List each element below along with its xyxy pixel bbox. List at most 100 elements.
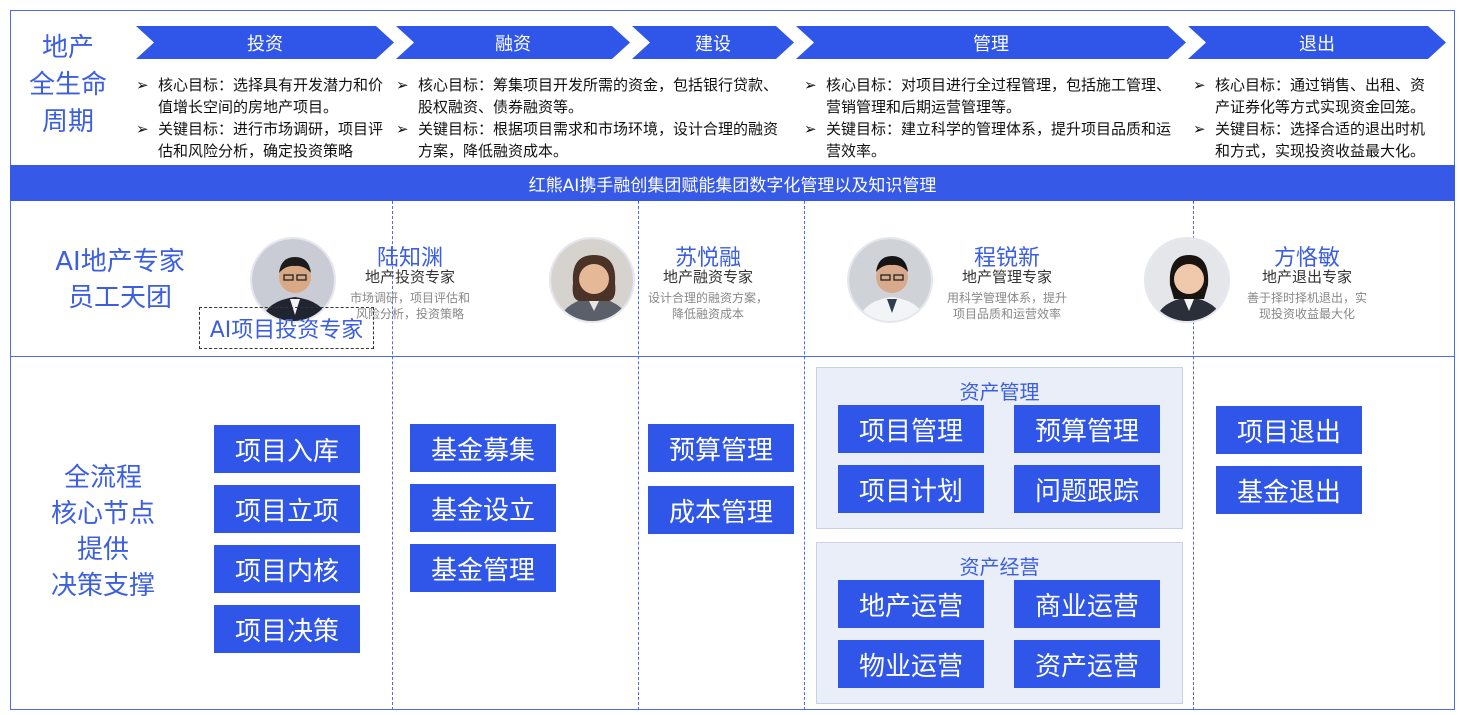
node-asset-ops[interactable]: 资产运营	[1014, 640, 1160, 688]
node-project-exit[interactable]: 项目退出	[1216, 406, 1362, 454]
node-project-plan[interactable]: 项目计划	[838, 465, 984, 513]
key-goal: ➢ 关键目标：根据项目需求和市场环境，设计合理的融资 方案，降低融资成本。	[396, 118, 796, 162]
goals-exit: ➢ 核心目标：通过销售、出租、资 产证券化等方式实现资金回笼。 ➢ 关键目标：选…	[1193, 74, 1451, 162]
expert-desc-line: 设计合理的融资方案，	[647, 291, 768, 305]
avatar-financing-expert	[549, 237, 635, 323]
node-label: 基金退出	[1236, 477, 1341, 508]
expert-desc: 市场调研，项目评估和 风险分析，投资策略	[340, 290, 480, 322]
row-divider	[10, 356, 1455, 357]
goal-text: 股权融资、债券融资等。	[418, 98, 584, 116]
stage-label: 融资	[495, 33, 531, 55]
person-icon	[1146, 239, 1228, 321]
expert-desc-line: 降低融资成本	[671, 307, 744, 321]
stage-invest: 投资	[136, 26, 394, 59]
stage-label: 退出	[1299, 33, 1335, 55]
node-fund-setup[interactable]: 基金设立	[410, 484, 556, 532]
asset-operation-title: 资产经营	[959, 555, 1040, 579]
expert-desc-line: 项目品质和运营效率	[952, 307, 1061, 321]
node-label: 商业运营	[1034, 591, 1139, 622]
goal-text: 核心目标：对项目进行全过程管理，包括施工管理、	[826, 76, 1172, 94]
arrow-icon: ➢	[396, 76, 409, 94]
node-fund-raising[interactable]: 基金募集	[410, 424, 556, 472]
arrow-icon: ➢	[136, 76, 149, 94]
ai-badge-text: AI项目投资专家	[209, 318, 364, 343]
node-budget-management[interactable]: 预算管理	[648, 424, 794, 472]
avatar-management-expert	[847, 237, 933, 323]
node-project-approval[interactable]: 项目立项	[214, 485, 360, 533]
key-goal: ➢ 关键目标：进行市场调研，项目评 估和风险分析，确定投资策略	[136, 118, 392, 162]
lifecycle-title-line: 周期	[41, 107, 94, 137]
lifecycle-title: 地产 全生命 周期	[18, 30, 118, 141]
stage-label: 建设	[695, 33, 731, 55]
node-label: 预算管理	[668, 435, 773, 466]
node-real-estate-ops[interactable]: 地产运营	[838, 580, 984, 628]
expert-desc: 善于择时择机退出，实 现投资收益最大化	[1237, 290, 1377, 322]
goal-text: 营销管理和后期运营管理等。	[826, 98, 1022, 116]
goal-text: 关键目标：建立科学的管理体系，提升项目品质和运	[826, 120, 1172, 138]
goal-text: 关键目标：进行市场调研，项目评	[158, 120, 384, 138]
row-label-line: 全流程	[63, 463, 142, 493]
stage-manage: 管理	[796, 26, 1186, 59]
expert-desc-line: 善于择时择机退出，实	[1246, 291, 1367, 305]
node-label: 项目决策	[234, 616, 339, 647]
expert-role: 地产融资专家	[662, 268, 753, 286]
node-label: 问题跟踪	[1034, 476, 1139, 507]
goal-text: 核心目标：筹集项目开发所需的资金，包括银行贷款、	[418, 76, 779, 94]
node-label: 物业运营	[858, 651, 963, 682]
goal-text: 估和风险分析，确定投资策略	[158, 142, 354, 160]
stage-exit: 退出	[1188, 26, 1446, 59]
node-budget-management-2[interactable]: 预算管理	[1014, 405, 1160, 453]
row-label-line: 员工天团	[67, 283, 172, 313]
goal-text: 核心目标：通过销售、出租、资	[1215, 76, 1426, 94]
lifecycle-title-line: 全生命	[28, 70, 107, 100]
node-commercial-ops[interactable]: 商业运营	[1014, 580, 1160, 628]
key-goal: ➢ 关键目标：建立科学的管理体系，提升项目品质和运 营效率。	[804, 118, 1186, 162]
goal-text: 关键目标：选择合适的退出时机	[1215, 120, 1426, 138]
row-label-line: 提供	[76, 535, 129, 565]
nodes-row-label: 全流程 核心节点 提供 决策支撑	[30, 460, 176, 604]
node-fund-management[interactable]: 基金管理	[410, 544, 556, 592]
node-label: 基金管理	[430, 555, 535, 586]
expert-desc: 用科学管理体系，提升 项目品质和运营效率	[937, 290, 1077, 322]
node-fund-exit[interactable]: 基金退出	[1216, 466, 1362, 514]
goal-text: 关键目标：根据项目需求和市场环境，设计合理的融资	[418, 120, 779, 138]
node-project-decision[interactable]: 项目决策	[214, 605, 360, 653]
expert-name: 苏悦融	[674, 246, 741, 271]
node-label: 地产运营	[858, 591, 963, 622]
node-project-review[interactable]: 项目内核	[214, 545, 360, 593]
person-icon	[551, 239, 633, 321]
stage-build: 建设	[632, 26, 794, 59]
node-label: 成本管理	[668, 497, 773, 528]
column-divider	[638, 201, 639, 710]
node-issue-tracking[interactable]: 问题跟踪	[1014, 465, 1160, 513]
column-divider	[804, 201, 805, 710]
banner: 红熊AI携手融创集团赋能集团数字化管理以及知识管理	[10, 165, 1455, 201]
expert-name: 陆知渊	[376, 246, 443, 271]
experts-row-label: AI地产专家 员工天团	[30, 244, 210, 316]
lifecycle-title-line: 地产	[41, 33, 94, 63]
expert-name: 程锐新	[973, 246, 1040, 271]
node-label: 项目管理	[858, 416, 963, 447]
node-cost-management[interactable]: 成本管理	[648, 486, 794, 534]
expert-name: 方恪敏	[1273, 246, 1340, 271]
stage-label: 投资	[247, 33, 283, 55]
expert-role: 地产管理专家	[961, 268, 1052, 286]
node-label: 基金设立	[430, 495, 535, 526]
banner-text: 红熊AI携手融创集团赋能集团数字化管理以及知识管理	[528, 175, 937, 196]
node-project-intake[interactable]: 项目入库	[214, 425, 360, 473]
row-label-line: 决策支撑	[50, 571, 155, 601]
node-property-ops[interactable]: 物业运营	[838, 640, 984, 688]
goal-text: 产证券化等方式实现资金回笼。	[1215, 98, 1426, 116]
node-label: 预算管理	[1034, 416, 1139, 447]
node-project-management[interactable]: 项目管理	[838, 405, 984, 453]
arrow-icon: ➢	[804, 76, 817, 94]
expert-role: 地产退出专家	[1261, 268, 1352, 286]
goals-finance: ➢ 核心目标：筹集项目开发所需的资金，包括银行贷款、 股权融资、债券融资等。 ➢…	[396, 74, 796, 162]
arrow-icon: ➢	[1193, 120, 1206, 138]
core-goal: ➢ 核心目标：选择具有开发潜力和价 值增长空间的房地产项目。	[136, 74, 392, 118]
goal-text: 方案，降低融资成本。	[418, 142, 569, 160]
column-divider	[1193, 201, 1194, 710]
expert-desc-line: 现投资收益最大化	[1258, 307, 1355, 321]
stage-label: 管理	[973, 33, 1009, 55]
goal-text: 营效率。	[826, 142, 887, 160]
